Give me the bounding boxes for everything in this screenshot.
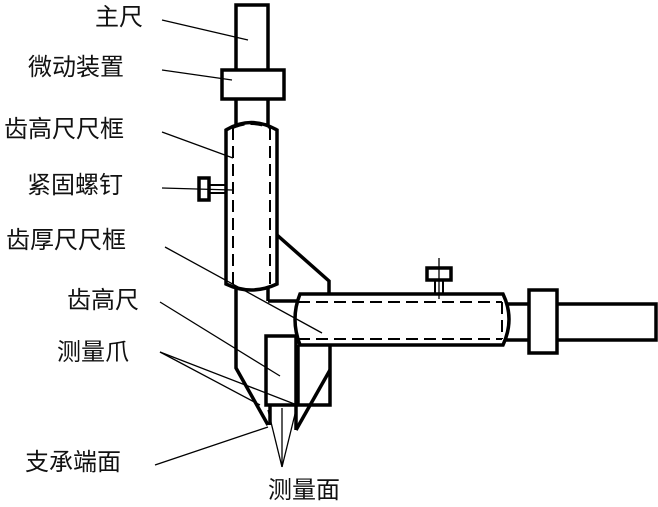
- leader-measuring-face-3: [281, 409, 297, 468]
- frame-bracket: [275, 233, 331, 295]
- label-main-scale: 主尺: [95, 3, 143, 31]
- label-measuring-jaw: 测量爪: [57, 338, 129, 366]
- label-bearing-face: 支承端面: [25, 448, 121, 476]
- height-ruler-body-left: [234, 286, 270, 426]
- leader-main-scale: [161, 19, 249, 41]
- height-ruler: [264, 334, 298, 407]
- leader-measuring-jaw-1: [159, 351, 261, 406]
- measuring-jaw-right: [296, 345, 332, 407]
- thickness-frame-tube: [293, 292, 511, 347]
- leader-measuring-jaw-2: [159, 351, 298, 406]
- label-thickness-frame: 齿厚尺尺框: [6, 226, 126, 254]
- leader-thickness-frame: [164, 246, 323, 334]
- label-fine-adjust: 微动装置: [28, 53, 124, 81]
- fine-adjust-block: [220, 68, 286, 101]
- height-frame-top-hidden: [232, 123, 271, 129]
- main-scale-bar: [234, 3, 270, 127]
- leader-height-ruler: [159, 301, 281, 377]
- label-measuring-face: 测量面: [268, 476, 340, 504]
- leader-locking-screw: [161, 187, 233, 191]
- leader-height-frame: [161, 131, 234, 159]
- leader-fine-adjust: [161, 69, 233, 81]
- label-height-frame: 齿高尺尺框: [4, 115, 124, 143]
- leader-bearing-face: [154, 426, 269, 466]
- measuring-jaw-right-edge: [294, 369, 332, 431]
- horizontal-fine-adjust-block: [527, 288, 559, 355]
- leader-measuring-face-1: [267, 409, 283, 468]
- horizontal-scale-bar: [498, 302, 658, 342]
- label-locking-screw: 紧固螺钉: [27, 171, 123, 199]
- label-height-ruler: 齿高尺: [67, 286, 139, 314]
